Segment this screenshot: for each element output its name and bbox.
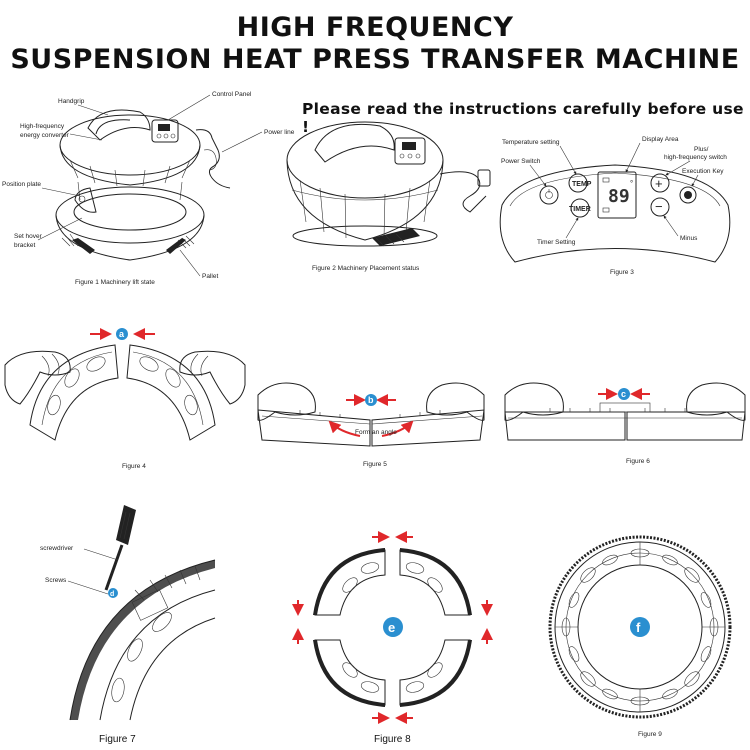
figure-9-caption: Figure 9 xyxy=(638,731,662,738)
figure-8-badge: e xyxy=(388,620,395,635)
figure-5-form-angle: Form an angle b Figure 5 xyxy=(257,382,485,468)
figure-5-caption: Figure 5 xyxy=(363,461,387,468)
power-button-icon xyxy=(539,185,559,205)
figure-4-badge: a xyxy=(119,329,125,339)
instruction-notice: Please read the instructions carefully b… xyxy=(302,100,744,136)
figure-8-four-quadrants: e Figure 8 xyxy=(292,531,493,745)
figure-4-caption: Figure 4 xyxy=(122,463,146,470)
figure-6-caption: Figure 6 xyxy=(626,458,650,465)
position-plate-label: Position plate xyxy=(2,181,41,188)
plus-label-line-2: high-frequency switch xyxy=(664,154,727,161)
display-digits: 89 xyxy=(608,186,630,207)
page-title-line-1: HIGH FREQUENCY xyxy=(236,12,514,43)
screws-label: Screws xyxy=(45,577,67,584)
figure-1-machine-lift-state: Handgrip Control Panel High-frequency en… xyxy=(2,91,295,286)
power-line-label: Power line xyxy=(264,129,295,136)
display-area-label: Display Area xyxy=(642,136,679,143)
hover-bracket-label-line-1: Set hover xyxy=(14,233,43,240)
figure-9-assembled-ring: f Figure 9 xyxy=(548,535,732,738)
timer-button-label: TIMER xyxy=(569,206,591,213)
figure-2-caption: Figure 2 Machinery Placement status xyxy=(312,265,420,272)
figure-3-caption: Figure 3 xyxy=(610,269,634,276)
figure-2-placement-status: Figure 2 Machinery Placement status xyxy=(286,121,491,272)
figure-4-join-halves: a Figure 4 xyxy=(4,328,246,470)
figure-1-caption: Figure 1 Machinery lift state xyxy=(75,279,155,286)
control-panel-label: Control Panel xyxy=(212,91,252,98)
handgrip-label: Handgrip xyxy=(58,98,85,105)
power-switch-label: Power Switch xyxy=(501,158,541,165)
screwdriver-label: screwdriver xyxy=(40,545,74,552)
display-area xyxy=(597,171,637,219)
temp-button-label: TEMP xyxy=(572,181,592,188)
timer-setting-label: Timer Setting xyxy=(537,239,576,246)
hover-bracket-label-line-2: bracket xyxy=(14,242,36,249)
pallet-label: Pallet xyxy=(202,273,218,280)
plus-label-line-1: Plus/ xyxy=(694,146,709,153)
figure-6-align-halves: c Figure 6 xyxy=(504,382,746,465)
figure-5-badge: b xyxy=(368,395,374,405)
figure-7-fasten-screws: d screwdriver Screws Figure 7 xyxy=(40,505,216,745)
figure-3-control-panel: TEMP TIMER 89 ° + − Temperature setting … xyxy=(499,136,731,276)
display-unit: ° xyxy=(630,179,633,188)
figure-7-caption: Figure 7 xyxy=(99,734,136,745)
converter-label-line-1: High-frequency xyxy=(20,123,65,130)
form-angle-label: Form an angle xyxy=(355,429,397,436)
plus-button-label: + xyxy=(655,176,663,191)
converter-label-line-2: energy converter xyxy=(20,132,70,139)
figure-9-badge: f xyxy=(636,620,641,635)
figure-8-caption: Figure 8 xyxy=(374,734,411,745)
figure-6-badge: c xyxy=(621,389,626,399)
execution-key-label: Execution Key xyxy=(682,168,724,175)
temperature-setting-label: Temperature setting xyxy=(502,139,560,146)
figure-7-badge: d xyxy=(110,591,114,598)
minus-button-label: − xyxy=(655,199,663,214)
minus-label: Minus xyxy=(680,235,698,242)
page-title-line-2: SUSPENSION HEAT PRESS TRANSFER MACHINE xyxy=(10,44,740,75)
